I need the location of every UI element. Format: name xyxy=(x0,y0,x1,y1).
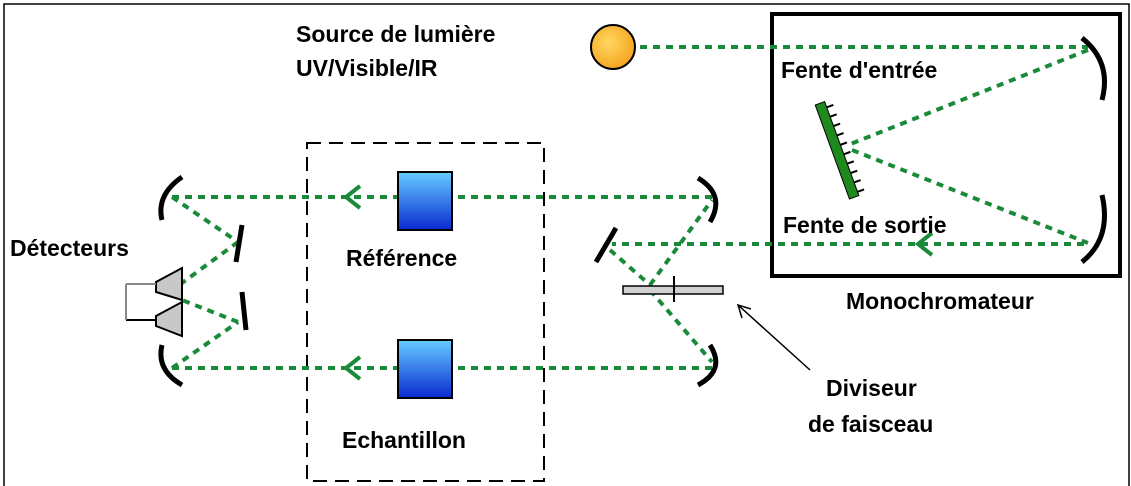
label-detectors: Détecteurs xyxy=(10,235,129,261)
label-sample: Echantillon xyxy=(342,427,466,453)
flat-mirror-det-top xyxy=(233,224,245,263)
mirrors xyxy=(158,36,1107,388)
beam-splitter xyxy=(622,276,724,302)
beam-ref-det-1 xyxy=(170,195,240,244)
sample-compartment xyxy=(306,142,545,482)
mirror-left-top xyxy=(158,174,184,221)
label-splitter-line1: Diviseur xyxy=(826,375,917,401)
beam-arrows xyxy=(342,184,934,381)
beam-splitter-up xyxy=(648,198,714,287)
beam-sam-det-2 xyxy=(181,298,239,324)
mono-mirror-bottom xyxy=(1080,194,1107,264)
label-reference: Référence xyxy=(346,245,458,271)
light-beams xyxy=(170,45,1089,370)
label-monochromator: Monochromateur xyxy=(846,288,1034,314)
mirror-left-bottom xyxy=(158,344,184,388)
mirror-right-bottom xyxy=(696,343,719,388)
label-source-line1: Source de lumière xyxy=(296,21,496,47)
arrow-reference xyxy=(342,184,362,210)
arrow-exit xyxy=(914,231,934,257)
beam-ref-det-2 xyxy=(180,240,240,285)
detector-top xyxy=(126,266,183,302)
beam-splitter-down xyxy=(648,288,714,364)
beam-mirror-to-grating xyxy=(847,48,1089,147)
outer-frame xyxy=(3,3,1130,486)
mono-mirror-top xyxy=(1080,36,1107,101)
label-source-line2: UV/Visible/IR xyxy=(296,55,438,81)
diffraction-grating xyxy=(814,101,865,200)
label-entry-slit: Fente d'entrée xyxy=(781,57,938,83)
beam-to-splitter xyxy=(608,248,652,287)
label-splitter-line2: de faisceau xyxy=(808,411,934,437)
label-exit-slit: Fente de sortie xyxy=(783,212,947,238)
flat-mirror-exit xyxy=(593,226,619,264)
arrow-sample xyxy=(342,355,362,381)
monochromator-box xyxy=(770,12,1122,278)
cuvette-reference xyxy=(397,171,453,231)
detector-bottom xyxy=(126,300,183,338)
mirror-right-top xyxy=(696,175,719,224)
flat-mirror-det-bottom xyxy=(239,291,249,331)
beam-sam-det-1 xyxy=(170,320,240,370)
beam-grating-to-mirror xyxy=(851,148,1089,245)
cuvette-sample xyxy=(397,339,453,399)
light-source xyxy=(590,24,636,70)
splitter-pointer xyxy=(736,303,811,371)
